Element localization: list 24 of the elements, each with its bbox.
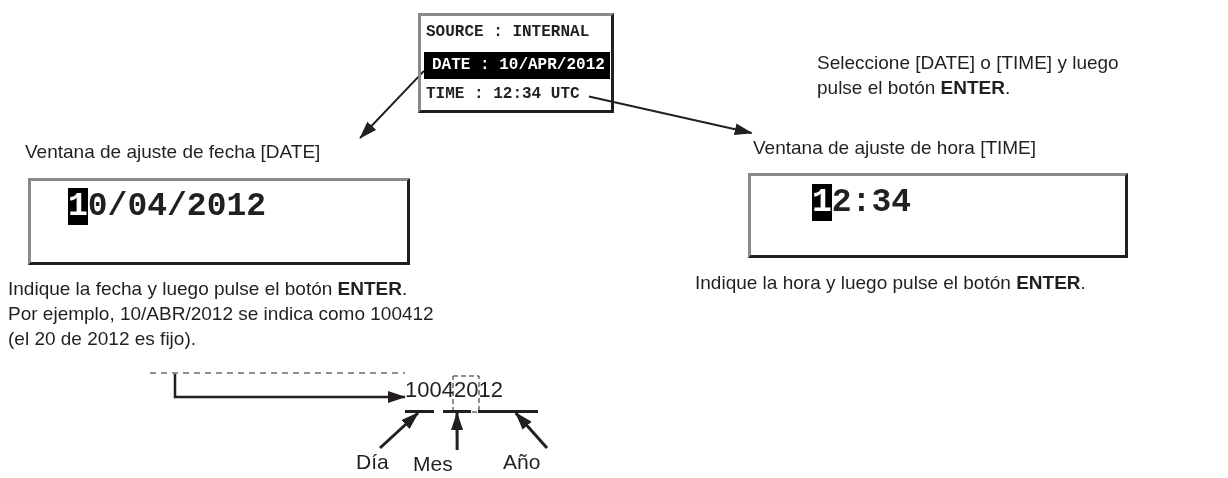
selected-menu-row: DATE : 10/APR/2012 <box>424 52 610 79</box>
part-label: Día <box>356 448 396 476</box>
part-label: Año <box>503 448 547 476</box>
instruction-text: Seleccione [DATE] o [TIME] y luego pulse el botón ENTER. <box>817 51 1120 100</box>
arrow <box>359 69 425 139</box>
arrow <box>588 95 753 136</box>
underline-bar <box>443 410 471 413</box>
menu-row: SOURCE : INTERNAL <box>424 20 612 44</box>
entry-example-text: 10042012 <box>405 376 515 404</box>
underline-bar <box>478 410 538 413</box>
instruction-text: Indique la hora y luego pulse el botón ENTER. <box>695 271 1087 295</box>
time-value: 12:34 <box>812 184 912 222</box>
arrow <box>451 412 464 450</box>
underline-bar <box>405 410 434 413</box>
elbow-arrow <box>173 374 406 403</box>
menu-row: TIME : 12:34 UTC <box>424 82 589 106</box>
part-label: Mes <box>413 450 461 478</box>
display-screen <box>418 13 614 113</box>
instruction-text: Indique la fecha y luego pulse el botón ENTER. Por ejemplo, 10/ABR/2012 se indica como 100412 (el 20 de 2012 es fijo). <box>8 277 435 351</box>
window-heading: Ventana de ajuste de fecha [DATE] <box>25 140 321 164</box>
window-heading: Ventana de ajuste de hora [TIME] <box>753 136 1037 160</box>
date-value: 10/04/2012 <box>68 188 267 226</box>
arrow <box>379 411 420 450</box>
arrow <box>514 412 549 449</box>
